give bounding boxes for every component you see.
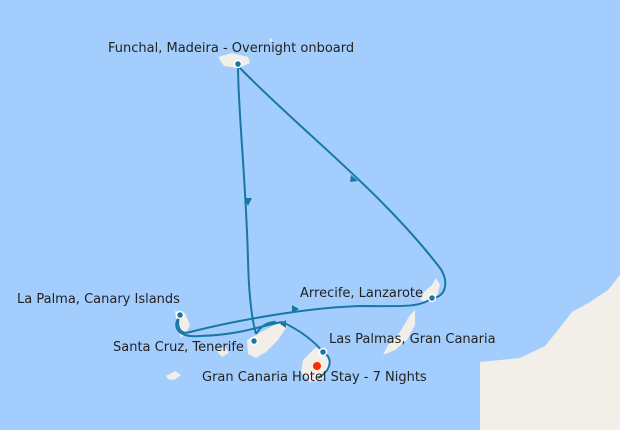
cruise-route	[175, 65, 447, 379]
hotel-marker	[313, 362, 321, 370]
africa-coast	[480, 275, 620, 430]
port-label-funchal[interactable]: Funchal, Madeira - Overnight onboard	[108, 41, 355, 56]
port-marker-la-palma	[175, 310, 185, 320]
port-marker-las-palmas	[318, 347, 328, 357]
port-marker-santa-cruz	[249, 336, 259, 346]
port-label-las-palmas[interactable]: Las Palmas, Gran Canaria	[329, 332, 496, 347]
la-gomera-island	[216, 347, 229, 357]
route-arrow	[292, 305, 299, 313]
route-arrow	[244, 198, 252, 206]
port-marker-funchal	[233, 59, 243, 69]
hotel-label-gran-canaria[interactable]: Gran Canaria Hotel Stay - 7 Nights	[202, 370, 427, 385]
route-arrow	[350, 175, 358, 182]
port-label-arrecife[interactable]: Arrecife, Lanzarote	[300, 286, 424, 301]
fuerteventura-island	[383, 310, 415, 355]
port-label-santa-cruz[interactable]: Santa Cruz, Tenerife	[113, 340, 244, 355]
el-hierro-island	[166, 371, 181, 380]
port-marker-arrecife	[427, 293, 437, 303]
port-label-la-palma[interactable]: La Palma, Canary Islands	[17, 292, 180, 307]
route-arrow	[280, 320, 286, 328]
tenerife-island	[247, 322, 288, 358]
